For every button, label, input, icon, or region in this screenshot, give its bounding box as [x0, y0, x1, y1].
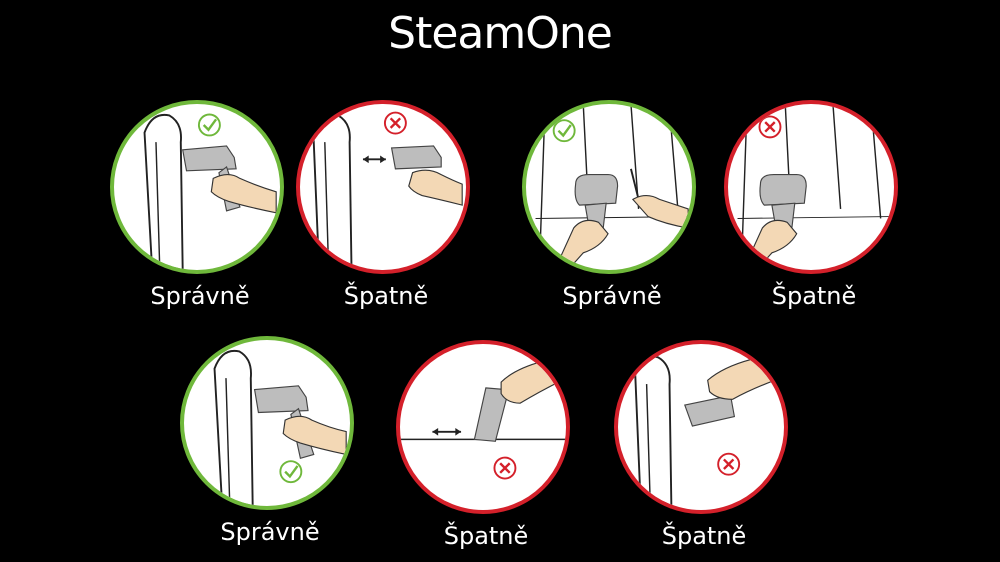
instruction-panel: Správně — [110, 100, 290, 310]
cross-icon — [758, 115, 782, 139]
steamer-away-from-garment-illustration — [312, 111, 463, 270]
steamer-held-away-illustration — [400, 354, 566, 480]
cross-icon — [717, 452, 741, 476]
instruction-panel: Špatně — [614, 340, 794, 550]
steamer-against-garment-illustration — [143, 113, 277, 270]
brand-logo: SteamOne — [388, 8, 613, 59]
steamer-without-tension-illustration — [737, 104, 891, 270]
steamer-with-tensioned-fabric-illustration — [535, 104, 689, 270]
panel-label: Správně — [220, 518, 320, 546]
panel-label: Špatně — [443, 522, 529, 550]
illustration-circle — [296, 100, 470, 274]
check-icon — [279, 460, 303, 484]
instruction-panel: Správně — [180, 336, 360, 546]
panel-label: Špatně — [343, 282, 429, 310]
check-icon — [552, 119, 576, 143]
distance-arrow-icon — [432, 427, 462, 436]
illustration-circle — [396, 340, 570, 514]
panel-label: Správně — [150, 282, 250, 310]
distance-arrow-icon — [362, 155, 386, 164]
illustration-circle — [180, 336, 354, 510]
instruction-panel: Špatně — [724, 100, 904, 310]
illustration-circle — [110, 100, 284, 274]
panel-label: Správně — [562, 282, 662, 310]
illustration-circle — [522, 100, 696, 274]
instruction-panel: Špatně — [296, 100, 476, 310]
panel-label: Špatně — [771, 282, 857, 310]
instruction-panel: Správně — [522, 100, 702, 310]
cross-icon — [493, 456, 517, 480]
panel-label: Špatně — [661, 522, 747, 550]
steamer-vertical-on-garment-illustration — [213, 349, 347, 506]
steamer-tilted-wrong-illustration — [634, 352, 781, 510]
check-icon — [197, 113, 221, 137]
instruction-panel: Špatně — [396, 340, 576, 550]
illustration-circle — [614, 340, 788, 514]
illustration-circle — [724, 100, 898, 274]
cross-icon — [383, 111, 407, 135]
